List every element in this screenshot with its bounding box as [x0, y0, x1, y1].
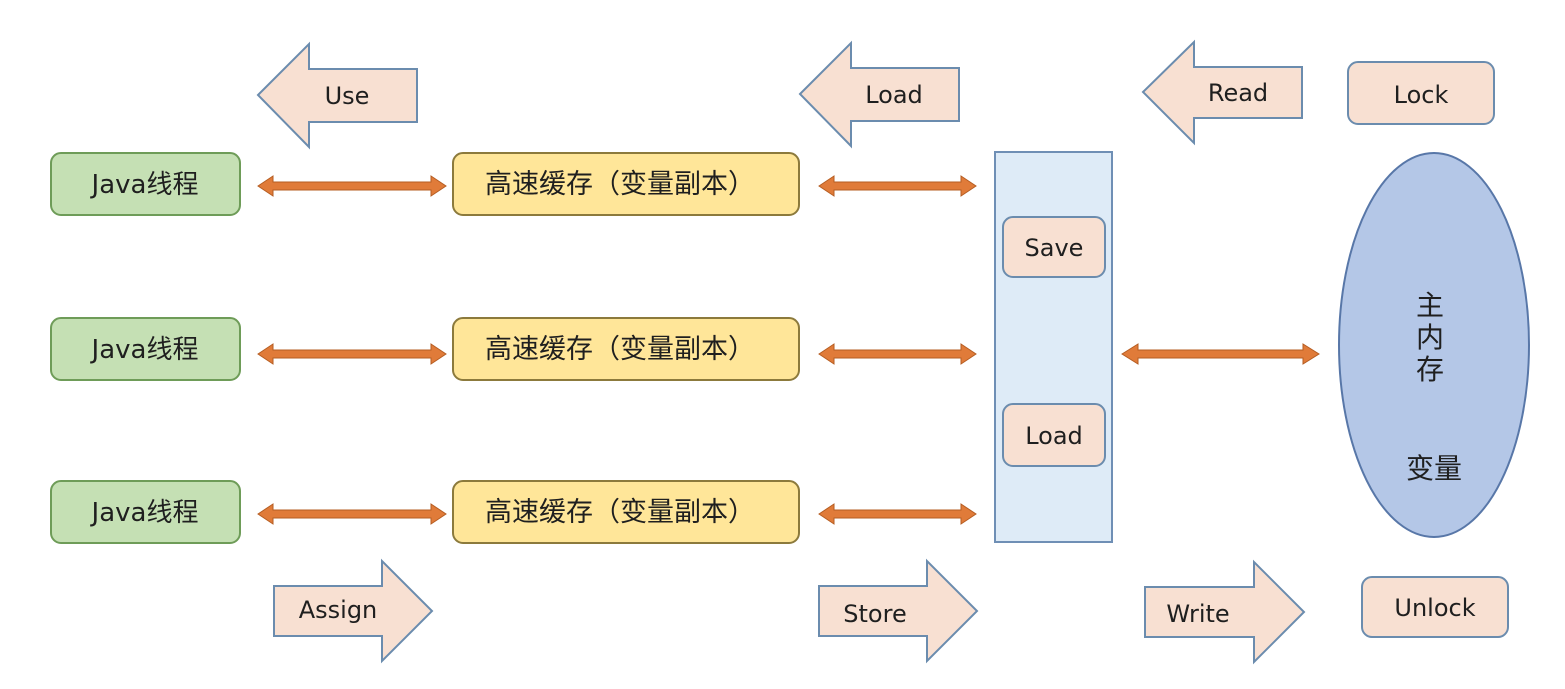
right-arrow-shape — [818, 558, 979, 664]
double-arrow — [257, 175, 447, 197]
cache-3: 高速缓存（变量副本） — [452, 480, 800, 544]
use-operation: Use — [256, 41, 418, 150]
double-arrow — [818, 343, 977, 365]
assign-label: Assign — [299, 596, 378, 624]
lock-label: Lock — [1394, 81, 1449, 109]
thread-label: Java线程 — [90, 170, 199, 200]
left-arrow-shape — [256, 41, 418, 150]
load-block: Load — [1002, 403, 1106, 467]
unlock-label: Unlock — [1394, 594, 1475, 622]
read-operation: Read — [1141, 39, 1303, 146]
left-arrow-shape — [1141, 39, 1303, 146]
right-arrow-shape — [1144, 559, 1306, 665]
right-arrow-shape — [273, 558, 434, 664]
lock-operation: Lock — [1347, 61, 1495, 125]
double-arrow — [818, 175, 977, 197]
unlock-box — [1361, 576, 1509, 638]
store-operation: Store — [818, 558, 979, 664]
cache-2: 高速缓存（变量副本） — [452, 317, 800, 381]
store-label: Store — [843, 600, 906, 628]
main-memory-char: 存 — [1416, 353, 1444, 386]
double-arrow — [257, 343, 447, 365]
double-arrow — [257, 503, 447, 525]
java-thread-3: Java线程 — [50, 480, 241, 544]
main-memory-char: 主 — [1416, 289, 1444, 322]
unlock-operation: Unlock — [1361, 576, 1509, 638]
cache-1: 高速缓存（变量副本） — [452, 152, 800, 216]
save-label: Save — [1025, 234, 1084, 262]
thread-label: Java线程 — [90, 335, 199, 365]
main-memory: 主 内 存 变量 — [1338, 152, 1530, 538]
cache-label: 高速缓存（变量副本） — [485, 334, 755, 365]
lock-box — [1347, 61, 1495, 125]
variable-label: 变量 — [1406, 452, 1462, 485]
main-memory-char: 内 — [1416, 321, 1444, 354]
load-label: Load — [1025, 422, 1083, 450]
double-arrow — [818, 503, 977, 525]
thread-label: Java线程 — [90, 498, 199, 528]
double-arrow — [1121, 343, 1320, 365]
load-top-label: Load — [865, 81, 923, 109]
save-block: Save — [1002, 216, 1106, 278]
transfer-buffer: Save Load — [994, 151, 1113, 543]
use-label: Use — [325, 82, 370, 110]
assign-operation: Assign — [273, 558, 434, 664]
java-thread-1: Java线程 — [50, 152, 241, 216]
connectors — [257, 175, 1320, 525]
write-label: Write — [1166, 600, 1229, 628]
left-arrow-shape — [798, 40, 960, 149]
read-label: Read — [1208, 79, 1268, 107]
cache-label: 高速缓存（变量副本） — [485, 169, 755, 200]
write-operation: Write — [1144, 559, 1306, 665]
load-top-operation: Load — [798, 40, 960, 149]
cache-label: 高速缓存（变量副本） — [485, 497, 755, 528]
java-thread-2: Java线程 — [50, 317, 241, 381]
